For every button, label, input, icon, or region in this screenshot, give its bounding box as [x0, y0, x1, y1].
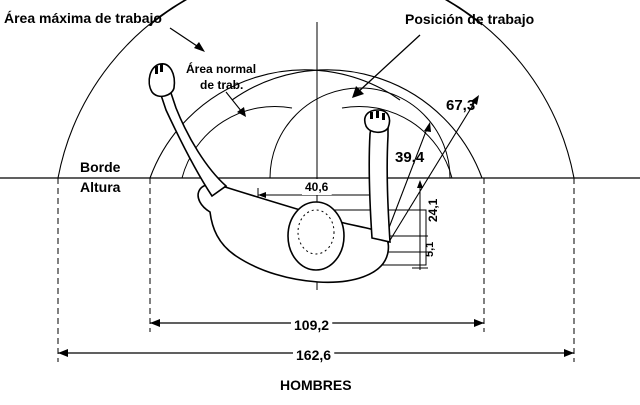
right-finger-3 — [382, 113, 385, 120]
dim-40-label: 40,6 — [305, 180, 329, 194]
radius-39-arrow — [424, 122, 431, 132]
pointer-position — [356, 34, 421, 94]
dim-109-label: 109,2 — [294, 317, 329, 333]
label-area-normal-2: de trab. — [200, 78, 243, 92]
left-finger-1 — [155, 66, 158, 74]
hand-details — [155, 64, 385, 120]
dim-24-label: 24,1 — [426, 198, 440, 222]
dim-109-arrow-right — [474, 319, 484, 327]
dim-5-label: 5,1 — [424, 242, 436, 257]
label-area-normal-1: Área normal — [186, 61, 256, 76]
head-hair — [297, 209, 335, 255]
label-posicion: Posición de trabajo — [405, 11, 534, 27]
radius-67-arrow — [471, 95, 479, 105]
dim-67-label: 67,3 — [446, 97, 475, 114]
right-arm — [368, 115, 391, 244]
dim-109-label-backing — [291, 316, 333, 334]
pointer-normal-area — [225, 91, 243, 113]
dim-40-arrow-left — [258, 192, 266, 198]
dim-162-label: 162,6 — [296, 347, 331, 363]
label-altura: Altura — [80, 179, 121, 195]
dim-162-arrow-right — [564, 349, 574, 357]
inner-arc-right — [341, 105, 453, 179]
dim-109-arrow-left — [150, 319, 160, 327]
pointer-max-area — [169, 27, 201, 49]
pointer-max-area-head — [194, 42, 205, 52]
head — [287, 201, 345, 271]
dim-40-label-backing — [302, 179, 332, 195]
normal-area-arc-left — [149, 69, 401, 179]
radius-67-line — [383, 99, 477, 251]
left-finger-2 — [160, 64, 163, 72]
head-texture — [297, 209, 335, 255]
pointer-position-head — [352, 86, 364, 98]
dim-162-arrow-left — [58, 349, 68, 357]
max-area-arc-right — [149, 0, 575, 179]
label-borde: Borde — [80, 159, 121, 175]
normal-area-arc-right — [231, 69, 483, 179]
title-hombres: HOMBRES — [280, 377, 352, 393]
dim-162-label-backing — [293, 346, 335, 364]
forearm-arc — [269, 87, 451, 179]
inner-arc-left — [181, 105, 293, 179]
max-area-arc-left — [57, 0, 483, 179]
right-finger-1 — [370, 112, 373, 119]
pointer-normal-area-head — [237, 107, 246, 117]
right-finger-2 — [376, 111, 379, 118]
label-area-maxima: Área máxima de trabajo — [4, 10, 162, 26]
dim-24-arrow-top — [417, 180, 423, 188]
dim-39-label: 39,4 — [395, 149, 425, 166]
